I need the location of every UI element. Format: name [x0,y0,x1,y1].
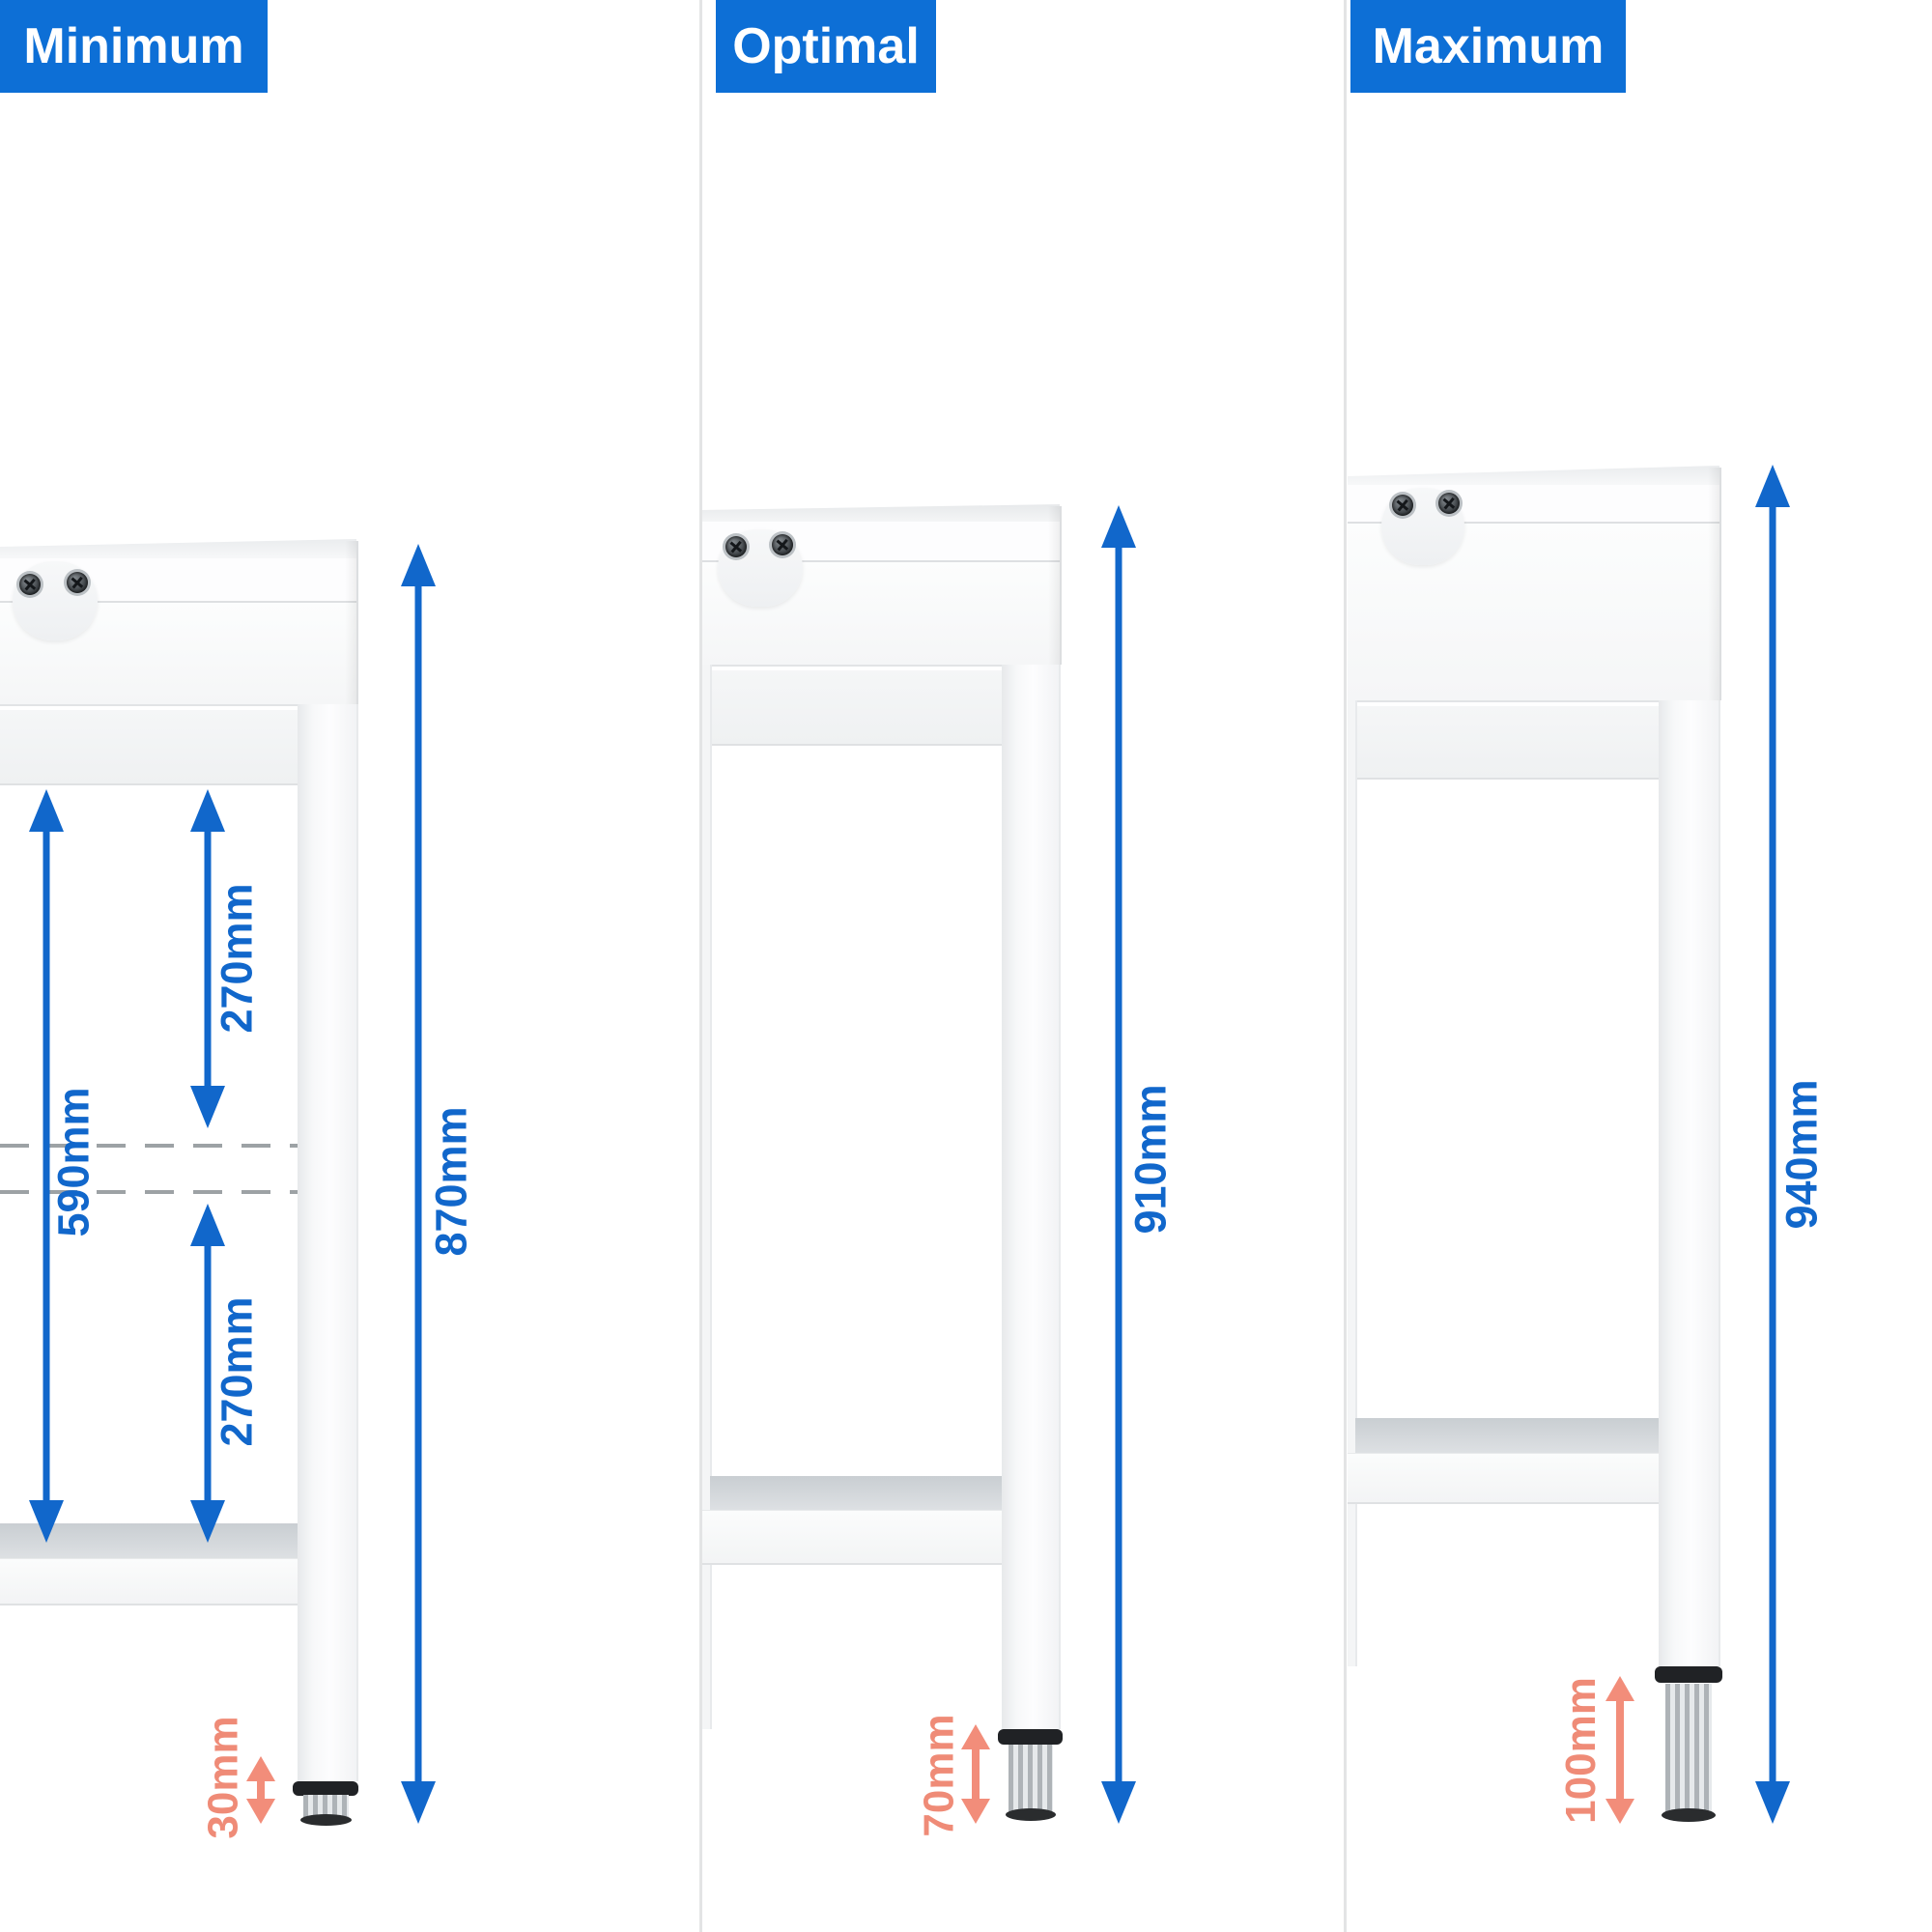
panel-divider [699,0,702,1932]
dimension-arrow-clearance-lower [190,1204,225,1543]
foot-rim [1662,1808,1716,1822]
dimension-label-total-height: 910mm [1125,1084,1176,1235]
screw-icon [67,572,88,593]
dimension-arrow-foot-adjust [961,1724,990,1824]
screw-icon [725,536,747,557]
table-front-rail [702,670,1003,746]
dimension-arrow-clearance-upper [190,789,225,1128]
under-shelf-rail [702,1510,1002,1565]
dimension-label-total-height: 870mm [426,1106,476,1257]
screw-icon [1438,493,1460,514]
foot-cap [1655,1666,1722,1683]
foot-cap [293,1781,358,1796]
screw-icon [1392,495,1413,516]
dimension-arrow-total-height [1101,505,1136,1824]
dimension-arrow-foot-adjust [1605,1676,1634,1824]
table-front-rail [0,710,298,785]
table-top-bevel [0,539,356,558]
screw-icon [19,574,41,595]
table-top-edge [1708,468,1721,700]
shelf-position-dashed-line [0,1144,298,1148]
table-leg [1659,700,1720,1666]
table-leg [298,704,358,1781]
adjustable-foot [1665,1684,1712,1816]
header-label: Minimum [23,18,244,74]
mounting-bracket [13,561,98,640]
table-top-bevel [702,504,1060,522]
table-leg [1348,700,1357,1666]
dimension-label-total-height: 940mm [1776,1079,1827,1230]
foot-cap [998,1729,1063,1745]
header-badge-minimum: Minimum [0,0,268,93]
table-front-rail [1348,706,1659,780]
shelf-position-dashed-line [0,1190,298,1194]
foot-rim [1006,1808,1056,1821]
header-badge-optimal: Optimal [716,0,936,93]
header-label: Maximum [1372,18,1605,74]
dimension-arrow-clearance-total [29,789,64,1543]
header-badge-maximum: Maximum [1350,0,1626,93]
table-top-edge [1048,506,1062,665]
header-label: Optimal [732,18,920,74]
under-shelf-rail [0,1558,298,1605]
table-leg [702,665,712,1729]
adjustable-foot [1009,1745,1053,1816]
dimension-label-clearance-total: 590mm [48,1087,99,1237]
under-shelf-surface [710,1476,1002,1510]
dimension-arrow-foot-adjust [246,1756,275,1824]
table-leg [1002,665,1061,1729]
screw-icon [772,534,793,555]
under-shelf-rail [1348,1453,1659,1504]
table-top-edge [345,541,358,704]
dimension-arrow-total-height [1755,465,1790,1824]
panel-divider [1344,0,1347,1932]
table-top-bevel [1348,466,1719,485]
under-shelf-surface [1355,1418,1659,1453]
dimension-arrow-total-height [401,544,436,1824]
foot-rim [300,1814,352,1826]
